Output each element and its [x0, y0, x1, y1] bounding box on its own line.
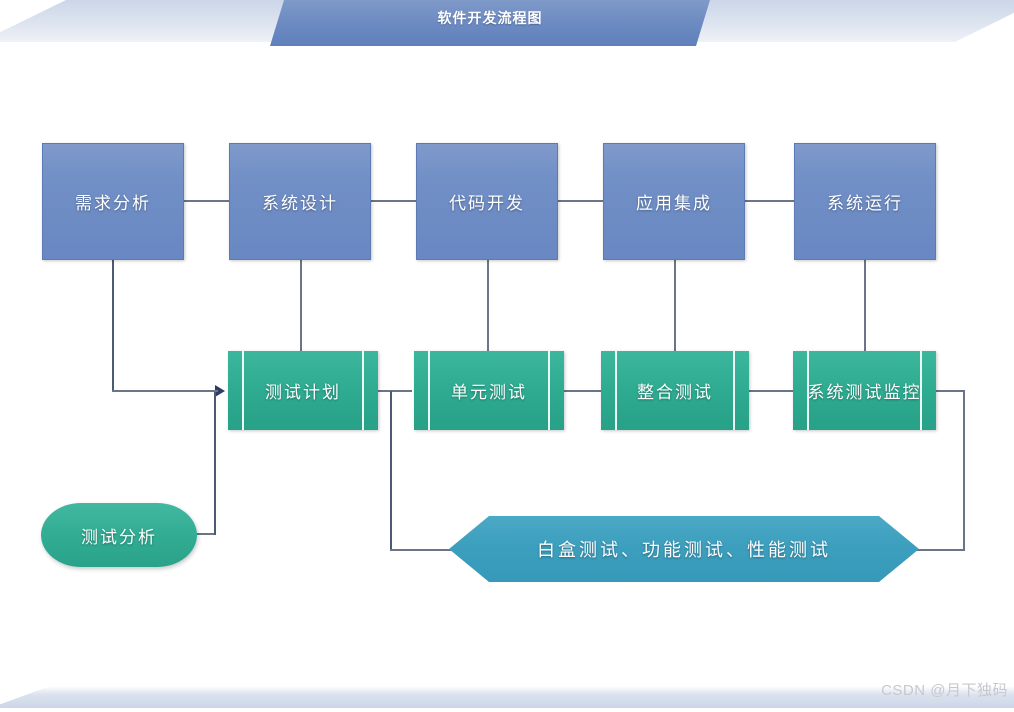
connector-system-operation-to-system-test-monitoring: [864, 259, 866, 352]
node-application-integration[interactable]: 应用集成: [603, 143, 745, 260]
node-system-test-monitoring-label: 系统测试监控: [807, 383, 922, 402]
connector-unit-test-to-integration-test: [564, 390, 602, 392]
node-test-analysis-label: 测试分析: [81, 527, 157, 547]
node-unit-test[interactable]: 单元测试: [414, 351, 564, 430]
connector-right-rail-vertical: [963, 390, 965, 550]
node-system-design-label: 系统设计: [262, 194, 338, 213]
node-unit-test-label: 单元测试: [451, 383, 527, 402]
node-requirements[interactable]: 需求分析: [42, 143, 184, 260]
node-test-methods-label: 白盒测试、功能测试、性能测试: [537, 540, 831, 560]
connector-code-development-to-application-integration: [556, 200, 608, 202]
node-test-plan[interactable]: 测试计划: [228, 351, 378, 430]
node-code-development[interactable]: 代码开发: [416, 143, 558, 260]
connector-into-test-methods-right: [908, 549, 965, 551]
connector-application-integration-to-system-operation: [743, 200, 795, 202]
connector-test-analysis-elbow-top: [214, 390, 218, 392]
connector-requirements-to-system-design: [183, 200, 235, 202]
connector-system-test-monitoring-out: [935, 390, 965, 392]
header-banner: [270, 0, 710, 46]
connector-test-analysis-horizontal: [180, 533, 216, 535]
connector-system-design-to-code-development: [370, 200, 422, 202]
connector-into-test-methods-left: [390, 549, 452, 551]
watermark-text: CSDN @月下独码: [881, 682, 1008, 699]
node-test-plan-label: 测试计划: [265, 383, 341, 402]
node-test-analysis[interactable]: 测试分析: [41, 503, 197, 567]
node-test-methods[interactable]: 白盒测试、功能测试、性能测试: [449, 516, 919, 582]
connector-system-design-to-test-plan: [300, 259, 302, 352]
connector-requirements-elbow-vertical: [112, 259, 114, 391]
node-system-operation-label: 系统运行: [827, 194, 903, 213]
node-integration-test[interactable]: 整合测试: [601, 351, 749, 430]
connector-test-analysis-vertical: [214, 391, 216, 535]
footer-banner: [0, 686, 1014, 708]
arrow-into-test-plan-from-requirements: [215, 385, 225, 397]
node-application-integration-label: 应用集成: [636, 194, 712, 213]
node-system-operation[interactable]: 系统运行: [794, 143, 936, 260]
connector-requirements-elbow-horizontal: [112, 390, 217, 392]
connector-application-integration-to-integration-test: [674, 259, 676, 352]
node-requirements-label: 需求分析: [75, 194, 151, 213]
connector-code-development-to-unit-test: [487, 259, 489, 352]
connector-down-to-test-methods: [390, 391, 392, 550]
node-integration-test-label: 整合测试: [637, 383, 713, 402]
connector-integration-test-to-system-test-monitoring: [747, 390, 795, 392]
page-title: 软件开发流程图: [437, 12, 543, 27]
node-code-development-label: 代码开发: [449, 194, 525, 213]
node-system-test-monitoring[interactable]: 系统测试监控: [793, 351, 936, 430]
connector-test-plan-to-unit-test: [376, 390, 412, 392]
node-system-design[interactable]: 系统设计: [229, 143, 371, 260]
